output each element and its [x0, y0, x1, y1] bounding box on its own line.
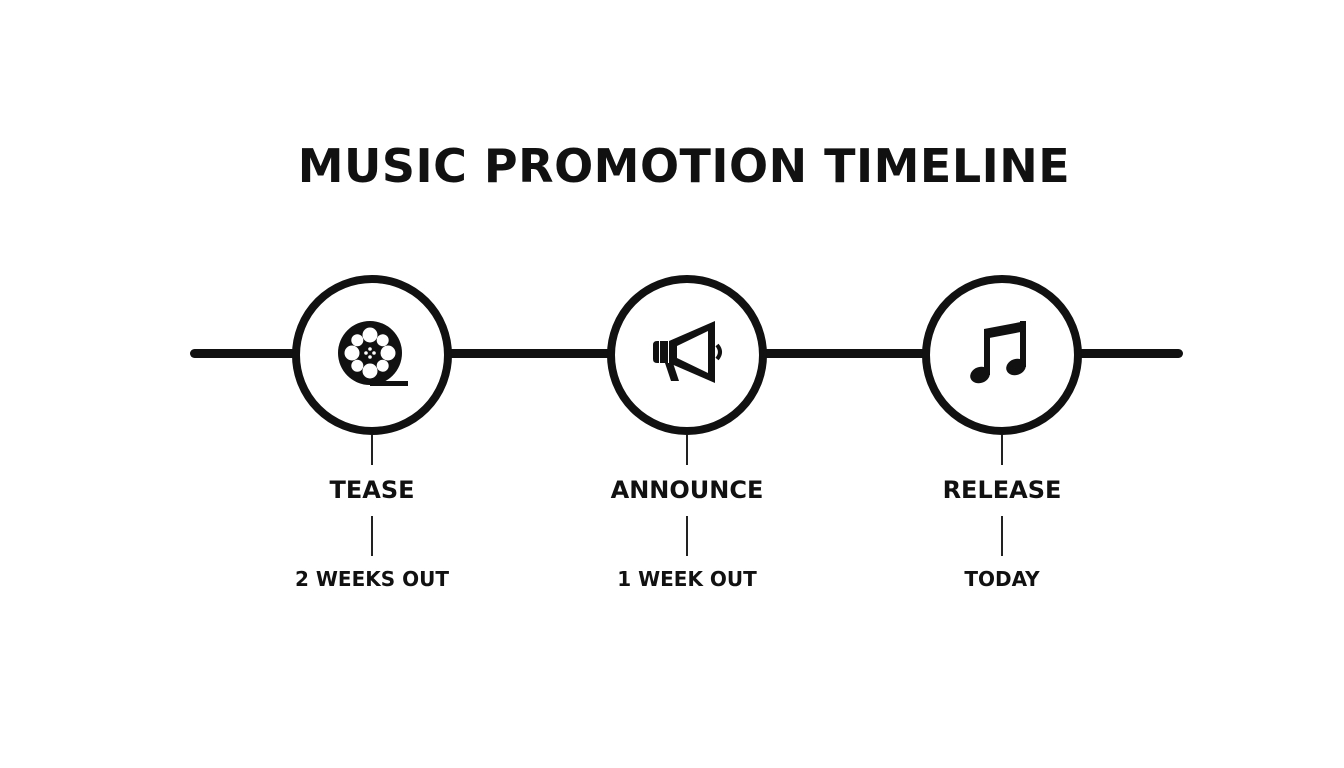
connector-line	[1001, 516, 1003, 556]
timing-label: 2 WEEKS OUT	[294, 567, 449, 591]
milestone-release: RELEASE TODAY	[922, 275, 1082, 605]
stage-label: TEASE	[329, 476, 415, 504]
milestone-announce: ANNOUNCE 1 WEEK OUT	[607, 275, 767, 605]
milestone-tease: TEASE 2 WEEKS OUT	[292, 275, 452, 605]
stage-label: RELEASE	[942, 476, 1062, 504]
connector-line	[1001, 435, 1003, 465]
connector-line	[371, 516, 373, 556]
music-note-icon	[970, 321, 1026, 384]
connector-line	[686, 516, 688, 556]
diagram-title: MUSIC PROMOTION TIMELINE	[297, 139, 1071, 193]
megaphone-icon	[653, 321, 722, 383]
film-reel-icon	[338, 321, 408, 386]
timing-label: TODAY	[964, 567, 1040, 591]
connector-line	[371, 435, 373, 465]
milestone-circle	[922, 275, 1082, 435]
timing-label: 1 WEEK OUT	[617, 567, 757, 591]
connector-line	[686, 435, 688, 465]
milestone-circle	[292, 275, 452, 435]
stage-label: ANNOUNCE	[610, 476, 764, 504]
milestone-circle	[607, 275, 767, 435]
